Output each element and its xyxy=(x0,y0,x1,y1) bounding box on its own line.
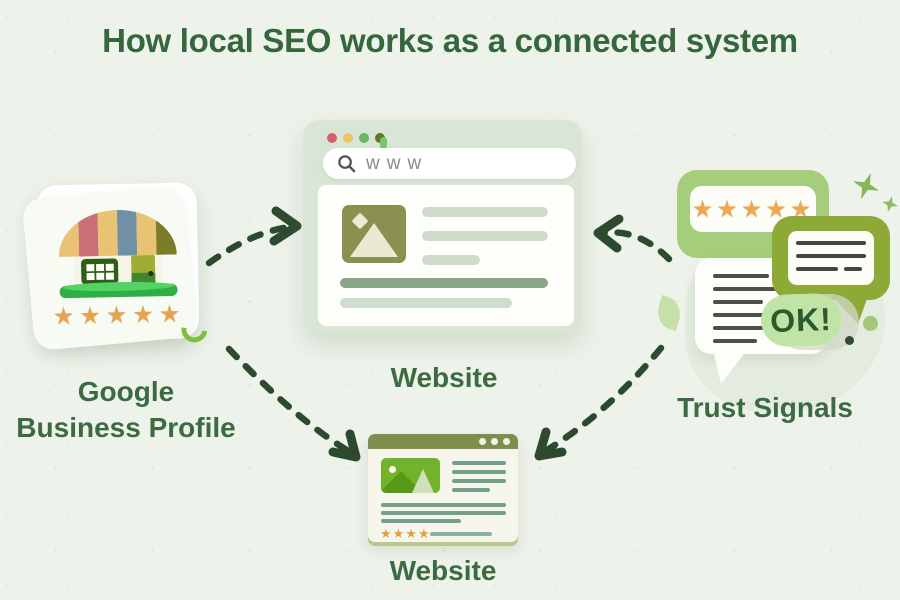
address-text: www xyxy=(366,152,429,174)
arrowhead-left-icon xyxy=(593,214,624,253)
window-dot-green xyxy=(359,133,369,143)
text-line xyxy=(381,519,461,523)
gbp-star-rating: ★★★★★ xyxy=(52,300,186,331)
sparkle-icon xyxy=(852,172,898,212)
google-business-profile-card: ★★★★★ xyxy=(36,182,213,348)
website-bottom-label: Website xyxy=(389,555,497,586)
text-line xyxy=(422,255,480,265)
image-placeholder-icon xyxy=(342,205,406,263)
browser-title-bar xyxy=(368,434,518,449)
text-line xyxy=(422,207,548,217)
dot-decoration xyxy=(845,336,854,345)
trust-signals-label: Trust Signals xyxy=(677,392,853,423)
search-icon xyxy=(338,155,356,173)
website-browser-mockup: www xyxy=(303,120,582,333)
gbp-label: Google Business Profile xyxy=(6,374,246,446)
text-line xyxy=(844,267,862,271)
text-line xyxy=(713,287,779,291)
arrowhead-right-icon xyxy=(269,206,302,246)
text-line xyxy=(381,511,506,515)
text-line xyxy=(713,274,769,278)
mini-star-rating: ★★★★ xyxy=(380,526,431,541)
text-line xyxy=(452,488,490,492)
arrow-gbp-to-website xyxy=(205,223,293,267)
browser-window-dots xyxy=(327,133,385,143)
window-dot-yellow xyxy=(343,133,353,143)
website-bottom-browser-mockup: ★★★★ xyxy=(368,434,518,542)
address-bar: www xyxy=(323,148,576,179)
webpage-content xyxy=(318,185,574,326)
chat-card xyxy=(788,231,874,285)
text-line xyxy=(452,479,506,483)
text-line xyxy=(796,254,866,258)
text-line xyxy=(340,298,512,308)
ok-bubble: OK! xyxy=(760,292,842,348)
text-line xyxy=(713,300,763,304)
text-line xyxy=(381,503,506,507)
trust-signals-cluster: ★★★★★ OK! xyxy=(652,158,900,413)
arrow-trust-to-bottom-website xyxy=(543,344,665,454)
text-line xyxy=(796,241,866,245)
text-line xyxy=(452,461,506,465)
text-line xyxy=(430,532,492,536)
arrowhead-downleft-icon xyxy=(534,427,567,461)
arrow-gbp-to-bottom-website xyxy=(225,345,354,456)
gbp-label-line1: Google xyxy=(77,376,175,407)
leaf-icon xyxy=(652,295,686,331)
storefront-icon xyxy=(57,208,178,299)
ok-text: OK! xyxy=(769,300,833,339)
page-title: How local SEO works as a connected syste… xyxy=(102,22,798,59)
text-line xyxy=(713,326,769,330)
text-line xyxy=(796,267,838,271)
window-dot-red xyxy=(327,133,337,143)
paint-drip-decoration xyxy=(380,137,387,149)
text-line xyxy=(713,313,775,317)
text-line xyxy=(422,231,548,241)
chat-bubble-olive xyxy=(772,216,890,324)
text-line xyxy=(340,278,548,288)
text-line xyxy=(713,339,757,343)
browser-window-dots xyxy=(479,438,510,445)
arrowhead-downright-icon xyxy=(328,429,361,462)
gbp-label-line2: Business Profile xyxy=(16,411,236,443)
image-placeholder-icon xyxy=(381,458,440,493)
text-line xyxy=(452,470,506,474)
website-top-label: Website xyxy=(390,362,498,393)
